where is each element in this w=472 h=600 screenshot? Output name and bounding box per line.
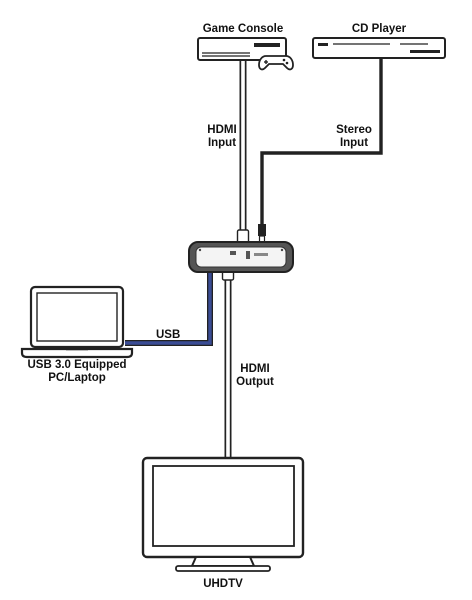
hdmi-output-cable xyxy=(221,251,235,463)
stereo-input-label: Stereo Input xyxy=(336,124,372,149)
game-console-label: Game Console xyxy=(202,23,284,35)
laptop-label: USB 3.0 Equipped PC/Laptop xyxy=(27,359,127,384)
game-console-icon xyxy=(197,37,294,71)
converter-box xyxy=(188,241,294,273)
hdmi-input-cable xyxy=(236,60,250,250)
cd-player-icon xyxy=(312,37,446,59)
stereo-input-cable xyxy=(258,58,383,245)
tv-icon xyxy=(141,456,305,572)
laptop-icon xyxy=(20,285,134,359)
usb-label: USB xyxy=(156,329,181,341)
hdmi-output-label: HDMI Output xyxy=(236,363,274,388)
hdmi-input-label: HDMI Input xyxy=(207,124,237,149)
tv-label: UHDTV xyxy=(203,578,243,590)
cd-player-label: CD Player xyxy=(351,23,407,35)
